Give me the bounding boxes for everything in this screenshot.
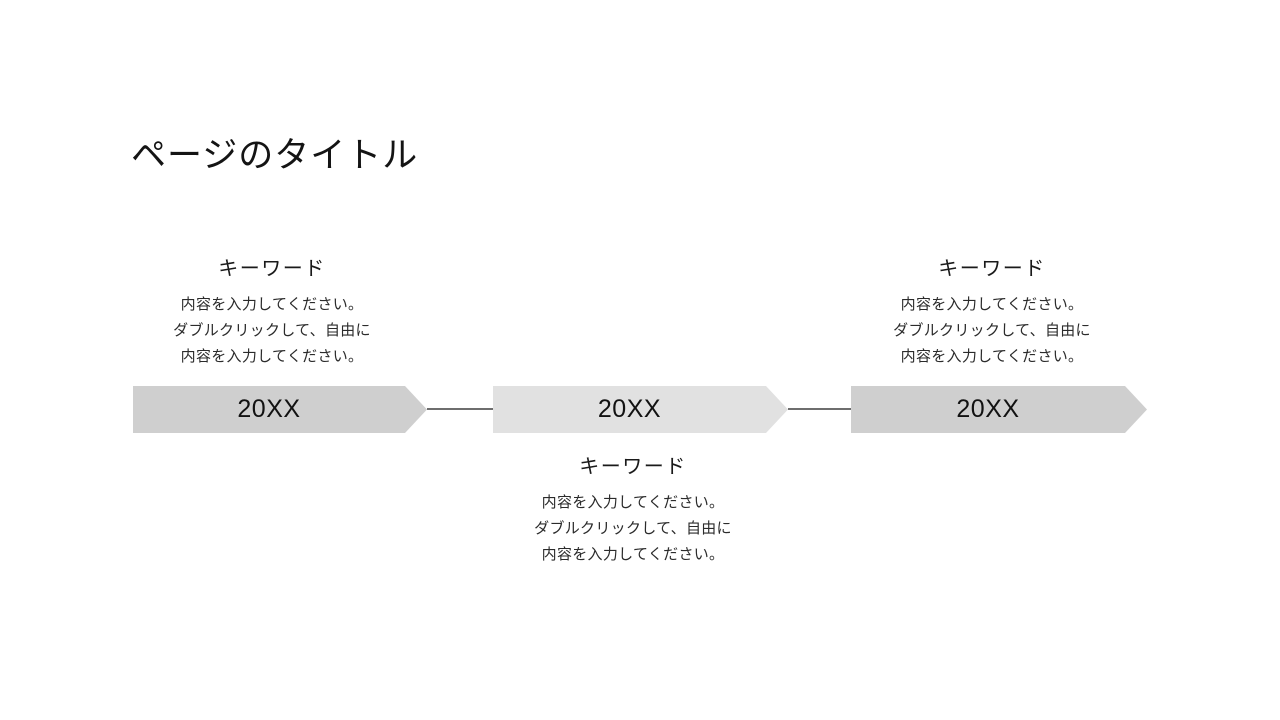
milestone-2-description[interactable]: 内容を入力してください。 ダブルクリックして、自由に 内容を入力してください。 — [508, 490, 758, 568]
description-line: 内容を入力してください。 — [900, 296, 1084, 313]
milestone-3-keyword[interactable]: キーワード — [938, 258, 1046, 280]
connector-line — [427, 408, 493, 410]
description-line: 内容を入力してください。 — [900, 348, 1084, 365]
page-title[interactable]: ページのタイトル — [131, 136, 419, 175]
milestone-3-label-block[interactable]: キーワード 内容を入力してください。 ダブルクリックして、自由に 内容を入力して… — [867, 256, 1117, 370]
timeline-arrow-2[interactable]: 20XX — [493, 386, 788, 433]
milestone-2-label-block[interactable]: キーワード 内容を入力してください。 ダブルクリックして、自由に 内容を入力して… — [508, 454, 758, 568]
description-line: ダブルクリックして、自由に — [534, 520, 732, 537]
milestone-3-description[interactable]: 内容を入力してください。 ダブルクリックして、自由に 内容を入力してください。 — [867, 292, 1117, 370]
description-line: ダブルクリックして、自由に — [173, 322, 371, 339]
description-line: 内容を入力してください。 — [541, 494, 725, 511]
description-line: ダブルクリックして、自由に — [893, 322, 1091, 339]
description-line: 内容を入力してください。 — [541, 546, 725, 563]
milestone-1-keyword[interactable]: キーワード — [218, 258, 326, 280]
milestone-1-year: 20XX — [237, 395, 301, 423]
timeline-arrow-3[interactable]: 20XX — [851, 386, 1147, 433]
timeline-arrow-1[interactable]: 20XX — [133, 386, 427, 433]
milestone-2-keyword[interactable]: キーワード — [579, 456, 687, 478]
description-line: 内容を入力してください。 — [180, 296, 364, 313]
connector-line — [788, 408, 851, 410]
milestone-2-year: 20XX — [597, 395, 662, 423]
milestone-1-description[interactable]: 内容を入力してください。 ダブルクリックして、自由に 内容を入力してください。 — [147, 292, 397, 370]
milestone-1-label-block[interactable]: キーワード 内容を入力してください。 ダブルクリックして、自由に 内容を入力して… — [147, 256, 397, 370]
milestone-3-year: 20XX — [956, 395, 1020, 423]
description-line: 内容を入力してください。 — [180, 348, 364, 365]
